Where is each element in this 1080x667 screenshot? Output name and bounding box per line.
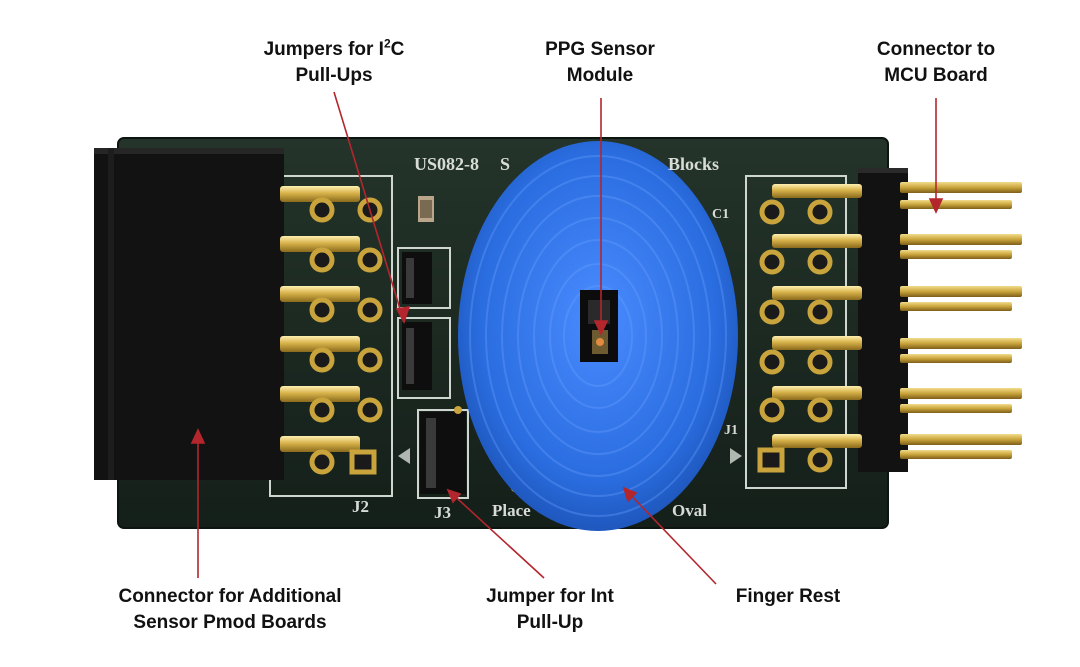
silkscreen-title-right: Blocks bbox=[668, 154, 719, 174]
silkscreen-j3: J3 bbox=[434, 503, 451, 522]
silkscreen-oval: Oval bbox=[672, 501, 707, 520]
callout-mcu-connector-line2: MCU Board bbox=[884, 65, 988, 86]
callout-finger-rest: Finger Rest bbox=[700, 584, 876, 610]
silkscreen-board-id: US082-8 bbox=[414, 154, 479, 174]
arrowhead-finger-rest bbox=[622, 486, 638, 503]
right-bent-pins bbox=[772, 184, 862, 448]
callout-pmod-connector: Connector for Additional Sensor Pmod Boa… bbox=[90, 584, 370, 636]
right-square-pad bbox=[757, 447, 785, 473]
arrowhead-mcu-connector bbox=[928, 198, 944, 214]
right-solder-pads bbox=[759, 199, 833, 473]
silkscreen-arrow-left bbox=[398, 448, 410, 464]
callout-ppg-sensor-line2: Module bbox=[566, 65, 634, 86]
silkscreen-title-left: S bbox=[500, 154, 510, 174]
pmod-female-header bbox=[94, 148, 284, 480]
i2c-line1-pre: Jumpers for I bbox=[263, 39, 384, 60]
mcu-male-header bbox=[858, 168, 908, 472]
arrowhead-i2c-jumpers bbox=[395, 305, 411, 325]
callout-i2c-jumpers: Jumpers for I2C Pull-Ups bbox=[234, 37, 434, 89]
right-gold-pins bbox=[900, 182, 1022, 459]
silkscreen-c1: C1 bbox=[712, 207, 729, 222]
callout-mcu-connector-line1: Connector to bbox=[876, 39, 996, 60]
callout-mcu-connector: Connector to MCU Board bbox=[846, 37, 1026, 89]
int-jumper bbox=[420, 406, 519, 494]
silkscreen-j1: J1 bbox=[724, 423, 738, 438]
callout-finger-rest-line1: Finger Rest bbox=[735, 586, 841, 607]
leader-finger-rest bbox=[623, 487, 717, 585]
arrowhead-int-jumper bbox=[446, 488, 462, 504]
left-gold-pins bbox=[280, 186, 360, 452]
i2c-line1-sup: 2 bbox=[383, 36, 391, 51]
callout-int-jumper: Jumper for Int Pull-Up bbox=[460, 584, 640, 636]
callout-ppg-sensor: PPG Sensor Module bbox=[510, 37, 690, 89]
i2c-line1-post: C bbox=[390, 39, 405, 60]
silkscreen-text: US082-8 S Blocks J2 J3 J1 C1 Place Oval bbox=[352, 154, 738, 522]
callout-i2c-jumpers-line2: Pull-Ups bbox=[295, 65, 373, 86]
callout-i2c-jumpers-line1: Jumpers for I2C bbox=[234, 37, 434, 63]
leader-int-jumper bbox=[447, 489, 545, 579]
callout-int-jumper-line1: Jumper for Int bbox=[486, 586, 614, 607]
leader-i2c-jumpers bbox=[333, 91, 405, 323]
silkscreen-arrow-right bbox=[730, 448, 742, 464]
left-square-pad bbox=[349, 449, 377, 475]
callout-ppg-sensor-line1: PPG Sensor bbox=[545, 39, 655, 60]
leader-lines bbox=[190, 91, 944, 585]
callout-pmod-connector-line2: Sensor Pmod Boards bbox=[133, 612, 327, 633]
arrowhead-ppg-sensor bbox=[593, 320, 609, 336]
callout-int-jumper-line2: Pull-Up bbox=[516, 612, 584, 633]
silkscreen-place: Place bbox=[492, 501, 531, 520]
i2c-jumpers bbox=[402, 196, 434, 390]
silkscreen-j2: J2 bbox=[352, 497, 369, 516]
callout-pmod-connector-line1: Connector for Additional bbox=[118, 586, 342, 607]
arrowhead-pmod-connector bbox=[190, 428, 206, 444]
